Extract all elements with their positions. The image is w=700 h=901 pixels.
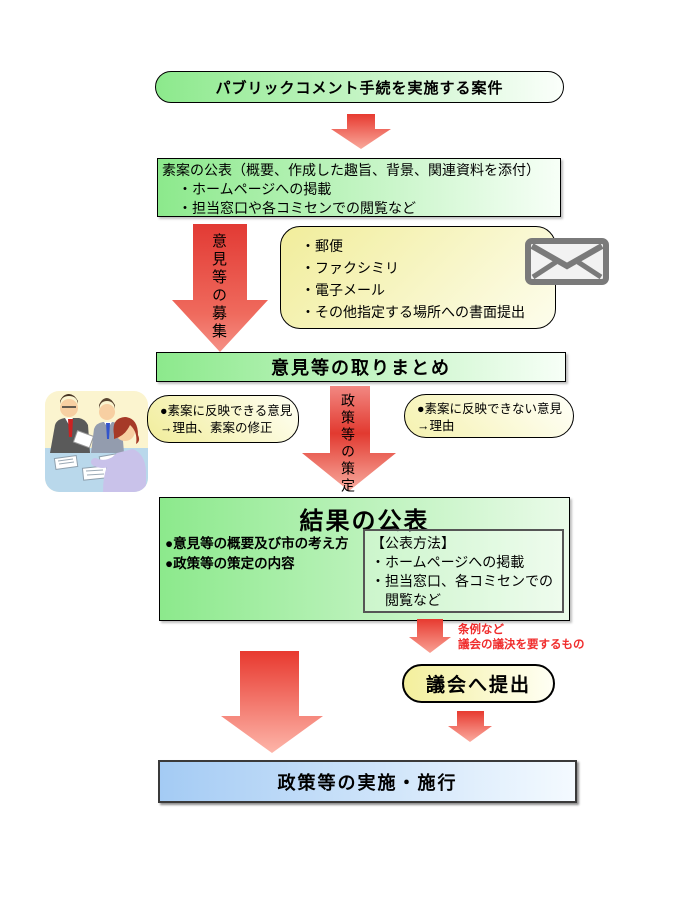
results-bullet: ●意見等の概要及び市の考え方 (165, 536, 349, 551)
submission-method: ・その他指定する場所への書面提出 (301, 304, 525, 320)
implementation-arrow-icon (216, 648, 328, 756)
not-reflected-opinions-pill: ●素案に反映できない意見 →理由 (404, 394, 574, 438)
council-to-implementation-arrow-icon (444, 708, 496, 746)
policy-formulation-arrow-label: 政策等の策定 (340, 393, 356, 495)
submission-method: ・ファクシミリ (301, 260, 399, 276)
reflected-line: →理由、素案の修正 (160, 421, 273, 435)
implementation-label: 政策等の実施・施行 (277, 772, 458, 793)
implementation-box: 政策等の実施・施行 (158, 760, 577, 803)
draft-publication-box: 素案の公表（概要、作成した趣旨、背景、関連資料を添付） ・ホームページへの掲載 … (157, 158, 561, 217)
submission-methods-box: ・郵便 ・ファクシミリ ・電子メール ・その他指定する場所への書面提出 (280, 226, 556, 329)
solicit-opinions-arrow-label: 意見等の募集 (210, 233, 227, 341)
draft-publication-item: ・ホームページへの掲載 (178, 181, 332, 197)
start-case-label: パブリックコメント手続を実施する案件 (215, 79, 504, 97)
results-bullet: ●政策等の策定の内容 (165, 556, 295, 571)
draft-publication-item: ・担当窓口や各コミセンでの閲覧など (178, 200, 416, 216)
solicit-opinions-arrow-icon (170, 222, 270, 356)
reflected-opinions-pill: ●素案に反映できる意見 →理由、素案の修正 (147, 395, 299, 443)
compile-opinions-label: 意見等の取りまとめ (271, 358, 451, 378)
method-box-line: ・ホームページへの掲載 (371, 554, 525, 570)
draft-publication-title: 素案の公表（概要、作成した趣旨、背景、関連資料を添付） (162, 162, 540, 178)
submission-method: ・電子メール (301, 282, 385, 298)
envelope-icon (525, 238, 609, 285)
council-condition-note: 条例など 議会の議決を要するもの (458, 623, 585, 653)
meeting-people-illustration (45, 391, 148, 492)
council-branch-arrow-icon (405, 617, 455, 655)
method-box-title: 【公表方法】 (371, 535, 455, 551)
compile-opinions-box: 意見等の取りまとめ (156, 352, 566, 382)
not-reflected-line: →理由 (417, 419, 455, 433)
council-note-line: 議会の議決を要するもの (458, 639, 585, 651)
results-publication-box: 結果の公表 ●意見等の概要及び市の考え方 ●政策等の策定の内容 【公表方法】 ・… (159, 497, 570, 621)
method-box-line: 閲覧など (385, 592, 441, 608)
council-note-line: 条例など (458, 624, 504, 636)
submission-method: ・郵便 (301, 238, 343, 254)
publication-method-box: 【公表方法】 ・ホームページへの掲載 ・担当窓口、各コミセンでの 閲覧など (363, 529, 564, 613)
council-submit-label: 議会へ提出 (425, 675, 531, 696)
policy-formulation-arrow-icon (298, 384, 398, 494)
method-box-line: ・担当窓口、各コミセンでの (371, 573, 553, 589)
not-reflected-line: ●素案に反映できない意見 (417, 402, 563, 416)
arrow-down-icon (325, 112, 395, 152)
reflected-line: ●素案に反映できる意見 (160, 404, 293, 418)
council-submit-pill: 議会へ提出 (402, 664, 555, 703)
start-case-pill: パブリックコメント手続を実施する案件 (155, 71, 564, 103)
